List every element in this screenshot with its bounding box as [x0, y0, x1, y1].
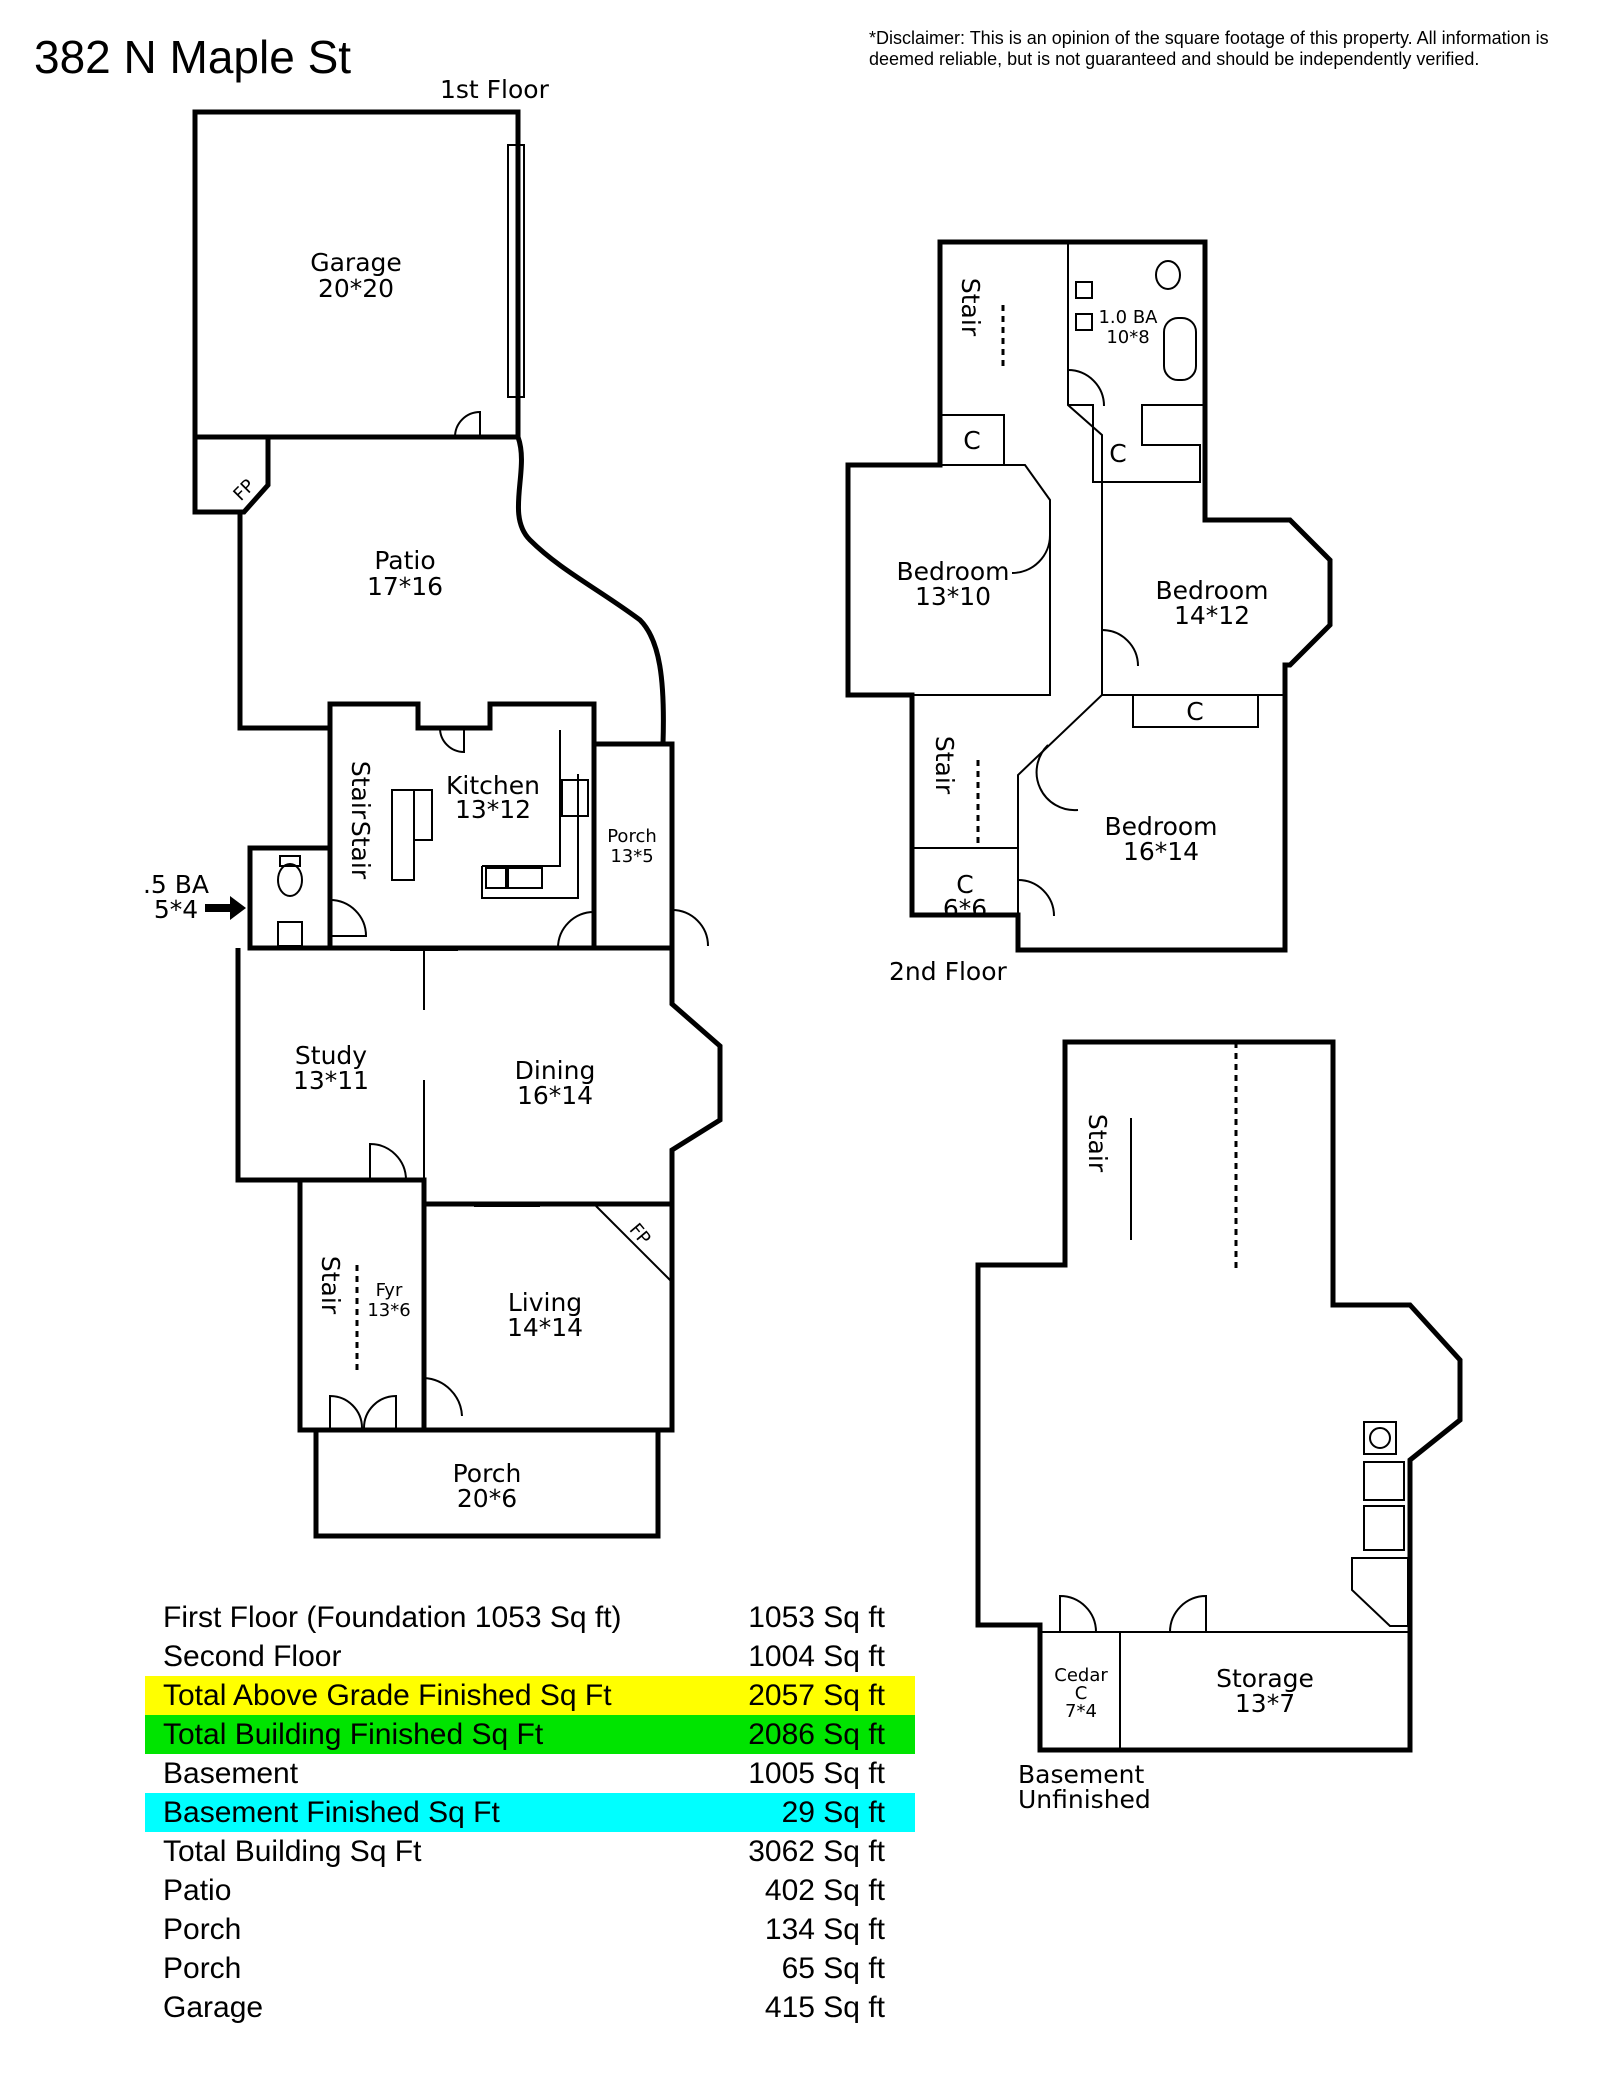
- summary-label: Basement Finished Sq Ft: [163, 1796, 500, 1829]
- closet-1-label: C: [963, 426, 980, 455]
- summary-row: Total Building Sq Ft 3062 Sq ft: [145, 1832, 915, 1871]
- summary-value: 29 Sq ft: [781, 1796, 885, 1829]
- closet-4-label: C: [956, 870, 973, 899]
- bedroom-3-name: Bedroom: [1104, 812, 1217, 841]
- half-bath-room: .5 BA 5*4: [143, 845, 368, 951]
- summary-value: 3062 Sq ft: [748, 1835, 885, 1868]
- half-bath-dims: 5*4: [154, 895, 198, 924]
- summary-label: Total Above Grade Finished Sq Ft: [163, 1679, 612, 1712]
- upper-stair-label: Stair: [956, 278, 985, 337]
- summary-value: 1004 Sq ft: [748, 1640, 885, 1673]
- square-footage-summary: First Floor (Foundation 1053 Sq ft) 1053 …: [145, 1598, 915, 2027]
- kitchen-name: Kitchen: [446, 771, 540, 800]
- summary-label: Total Building Finished Sq Ft: [163, 1718, 544, 1751]
- living-fireplace-label: FP: [625, 1219, 655, 1249]
- summary-value: 1005 Sq ft: [748, 1757, 885, 1790]
- basement-plan: Stair Cedar C 7*4 Storage 13*7: [975, 1039, 1463, 1753]
- summary-row: Patio 402 Sq ft: [145, 1871, 915, 1910]
- study-name: Study: [295, 1041, 367, 1070]
- study-dining-area: Study 13*11 Dining 16*14: [235, 948, 723, 1207]
- half-bath-name: .5 BA: [143, 870, 209, 899]
- closet-2-label: C: [1109, 439, 1126, 468]
- patio-area: FP Patio 17*16: [192, 434, 666, 747]
- first-floor-label: 1st Floor: [440, 75, 550, 104]
- summary-value: 65 Sq ft: [781, 1952, 885, 1985]
- summary-row: Second Floor 1004 Sq ft: [145, 1637, 915, 1676]
- summary-row-highlighted: Basement Finished Sq Ft 29 Sq ft: [145, 1793, 915, 1832]
- summary-label: Basement: [163, 1757, 299, 1790]
- summary-value: 1053 Sq ft: [748, 1601, 885, 1634]
- kitchen-dims: 13*12: [455, 795, 531, 824]
- bath-name: 1.0 BA: [1098, 307, 1158, 328]
- summary-row: Porch 134 Sq ft: [145, 1910, 915, 1949]
- foyer-dims: 13*6: [367, 1300, 410, 1321]
- living-name: Living: [508, 1288, 582, 1317]
- summary-label: Patio: [163, 1874, 232, 1907]
- summary-value: 402 Sq ft: [764, 1874, 885, 1907]
- foyer-stair-label: Stair: [316, 1256, 345, 1315]
- closet-3-label: C: [1186, 697, 1203, 726]
- kitchen-stair-label-b: Stair: [346, 821, 375, 880]
- bedroom-1-name: Bedroom: [896, 557, 1009, 586]
- living-foyer-area: FP Stair Fyr 13*6 Living 14*14: [297, 1180, 675, 1433]
- front-porch-name: Porch: [453, 1459, 522, 1488]
- cedar-closet-name: Cedar: [1054, 1665, 1108, 1686]
- summary-value: 2086 Sq ft: [748, 1718, 885, 1751]
- second-floor-plan: Stair Stair 1.0 BA 10*8 C C Bedroom 13*1…: [845, 239, 1333, 953]
- dining-name: Dining: [515, 1056, 596, 1085]
- side-porch-dims: 13*5: [610, 846, 653, 867]
- side-porch-name: Porch: [607, 826, 657, 847]
- summary-row-highlighted: Total Building Finished Sq Ft 2086 Sq ft: [145, 1715, 915, 1754]
- summary-value: 415 Sq ft: [764, 1991, 885, 2024]
- summary-row: First Floor (Foundation 1053 Sq ft) 1053 …: [145, 1598, 915, 1637]
- front-porch-dims: 20*6: [457, 1484, 517, 1513]
- dining-dims: 16*14: [517, 1081, 593, 1110]
- summary-value: 134 Sq ft: [764, 1913, 885, 1946]
- summary-label: Total Building Sq Ft: [163, 1835, 422, 1868]
- closet-4-dims: 6*6: [943, 894, 987, 923]
- storage-dims: 13*7: [1235, 1689, 1295, 1718]
- summary-label: Second Floor: [163, 1640, 342, 1673]
- basement-label: Basement: [1018, 1760, 1144, 1789]
- basement-stair-label: Stair: [1083, 1114, 1112, 1173]
- disclaimer-text: *Disclaimer: This is an opinion of the s…: [869, 28, 1549, 69]
- summary-row: Garage 415 Sq ft: [145, 1988, 915, 2027]
- patio-name: Patio: [374, 546, 435, 575]
- summary-label: Porch: [163, 1913, 242, 1946]
- kitchen-room: Kitchen 13*12 Stair Stair: [247, 727, 597, 951]
- garage-room: Garage 20*20: [192, 109, 525, 440]
- bedroom-2-name: Bedroom: [1155, 576, 1268, 605]
- garage-dims: 20*20: [318, 274, 394, 303]
- summary-label: First Floor (Foundation 1053 Sq ft): [163, 1601, 622, 1634]
- summary-value: 2057 Sq ft: [748, 1679, 885, 1712]
- living-dims: 14*14: [507, 1313, 583, 1342]
- bath-dims: 10*8: [1106, 327, 1149, 348]
- summary-row: Porch 65 Sq ft: [145, 1949, 915, 1988]
- basement-unfinished-label: Unfinished: [1018, 1785, 1151, 1814]
- patio-dims: 17*16: [367, 572, 443, 601]
- summary-row: Basement 1005 Sq ft: [145, 1754, 915, 1793]
- lower-stair-label: Stair: [930, 736, 959, 795]
- kitchen-stair-label-a: Stair: [346, 761, 375, 820]
- second-floor-label: 2nd Floor: [889, 957, 1007, 986]
- front-porch: Porch 20*6: [313, 1427, 661, 1539]
- half-bath-arrow-icon: [205, 896, 246, 920]
- cedar-closet-dims: 7*4: [1065, 1701, 1097, 1722]
- foyer-name: Fyr: [376, 1280, 403, 1301]
- summary-label: Garage: [163, 1991, 264, 2024]
- bedroom-3-dims: 16*14: [1123, 837, 1199, 866]
- summary-label: Porch: [163, 1952, 242, 1985]
- property-address: 382 N Maple St: [34, 31, 352, 83]
- garage-name: Garage: [310, 248, 402, 277]
- summary-row-highlighted: Total Above Grade Finished Sq Ft 2057 Sq …: [145, 1676, 915, 1715]
- bedroom-1-dims: 13*10: [915, 582, 991, 611]
- bedroom-2-dims: 14*12: [1174, 601, 1250, 630]
- storage-name: Storage: [1216, 1664, 1314, 1693]
- cedar-closet-sub: C: [1075, 1683, 1088, 1704]
- study-dims: 13*11: [293, 1066, 369, 1095]
- side-porch: Porch 13*5: [557, 741, 709, 951]
